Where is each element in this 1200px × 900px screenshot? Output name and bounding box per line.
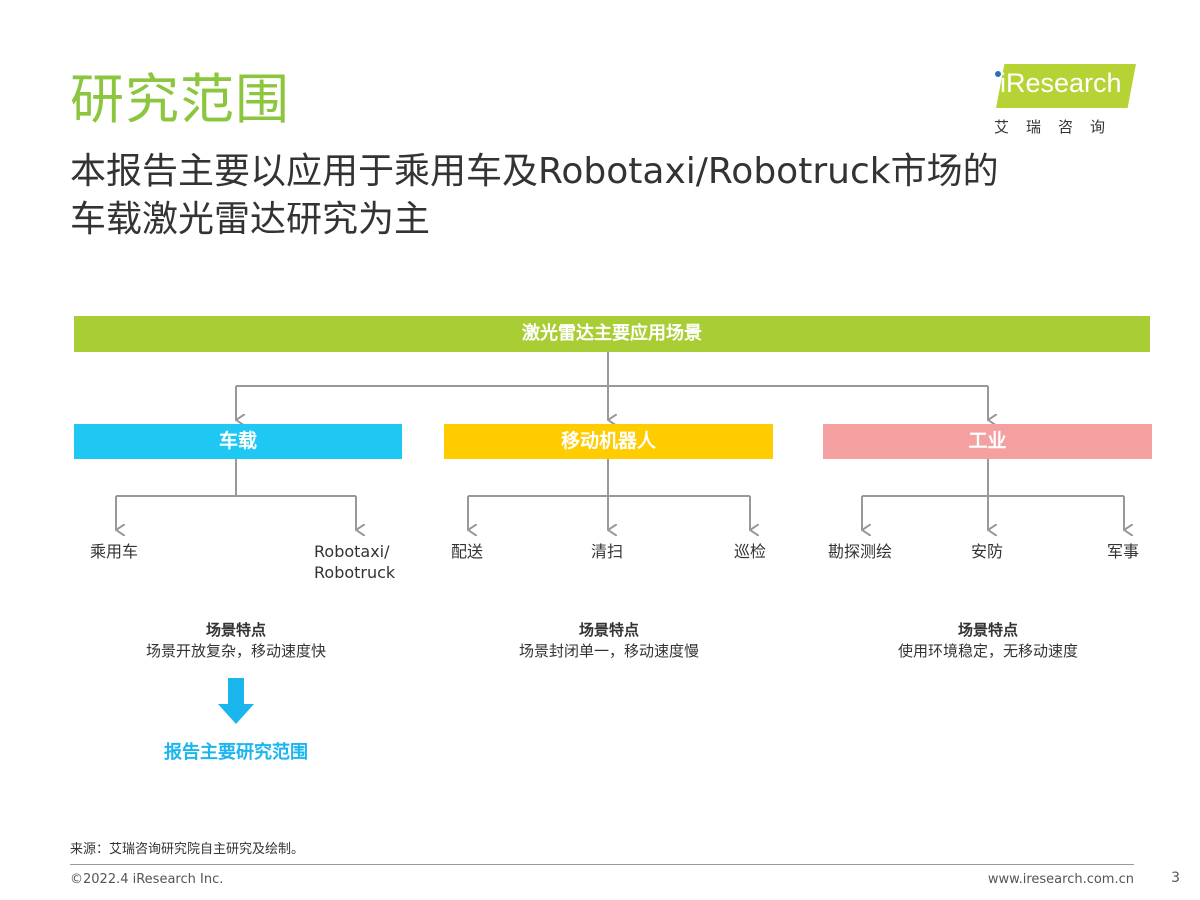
- leaf-cleaning: 清扫: [591, 542, 624, 561]
- website-link[interactable]: www.iresearch.com.cn: [987, 872, 1134, 887]
- source-note: 来源：艾瑞咨询研究院自主研究及绘制。: [70, 842, 305, 857]
- subtitle-line-1: 本报告主要以应用于乘用车及Robotaxi/Robotruck市场的: [70, 151, 999, 192]
- leaf-inspection: 巡检: [734, 542, 767, 561]
- feature-title: 场景特点: [205, 621, 266, 639]
- root-node: 激光雷达主要应用场景: [74, 316, 1150, 352]
- subtitle-line-2: 车载激光雷达研究为主: [70, 199, 431, 240]
- iresearch-logo: iResearch 艾瑞咨询: [990, 62, 1140, 136]
- feature-title: 场景特点: [957, 621, 1018, 639]
- feature-description: 场景封闭单一，移动速度慢: [518, 642, 699, 660]
- scope-down-arrow-icon: [218, 678, 254, 724]
- footer-divider: [70, 864, 1134, 865]
- leaf-military: 军事: [1107, 542, 1140, 561]
- leaf-surveying: 勘探测绘: [828, 542, 893, 561]
- logo-chinese-name: 艾瑞咨询: [994, 118, 1123, 136]
- page-number: 3: [1171, 870, 1180, 886]
- logo-dot-icon: [995, 71, 1001, 77]
- leaf-delivery: 配送: [451, 542, 484, 561]
- feature-industry: 场景特点 使用环境稳定，无移动速度: [823, 620, 1153, 662]
- leaf-security: 安防: [971, 542, 1004, 561]
- page-subtitle: 本报告主要以应用于乘用车及Robotaxi/Robotruck市场的 车载激光雷…: [70, 148, 1150, 244]
- leaf-robotaxi-robotruck: Robotaxi/ Robotruck: [314, 541, 395, 583]
- feature-mobile-robot: 场景特点 场景封闭单一，移动速度慢: [444, 620, 774, 662]
- category-industry: 工业: [823, 424, 1152, 459]
- report-scope-label: 报告主要研究范围: [164, 742, 308, 763]
- logo-text: iResearch: [1000, 68, 1122, 98]
- category-vehicle: 车载: [74, 424, 402, 459]
- feature-vehicle: 场景特点 场景开放复杂，移动速度快: [71, 620, 401, 662]
- logo-background: [996, 64, 1136, 108]
- feature-description: 场景开放复杂，移动速度快: [145, 642, 326, 660]
- page-title: 研究范围: [70, 68, 290, 131]
- leaf-passenger-car: 乘用车: [90, 542, 139, 561]
- category-mobile-robot: 移动机器人: [444, 424, 773, 459]
- leaf-robotaxi: Robotaxi/: [314, 542, 390, 561]
- feature-description: 使用环境稳定，无移动速度: [897, 642, 1078, 660]
- copyright: ©2022.4 iResearch Inc.: [70, 872, 224, 887]
- leaf-robotruck: Robotruck: [314, 563, 396, 582]
- feature-title: 场景特点: [578, 621, 639, 639]
